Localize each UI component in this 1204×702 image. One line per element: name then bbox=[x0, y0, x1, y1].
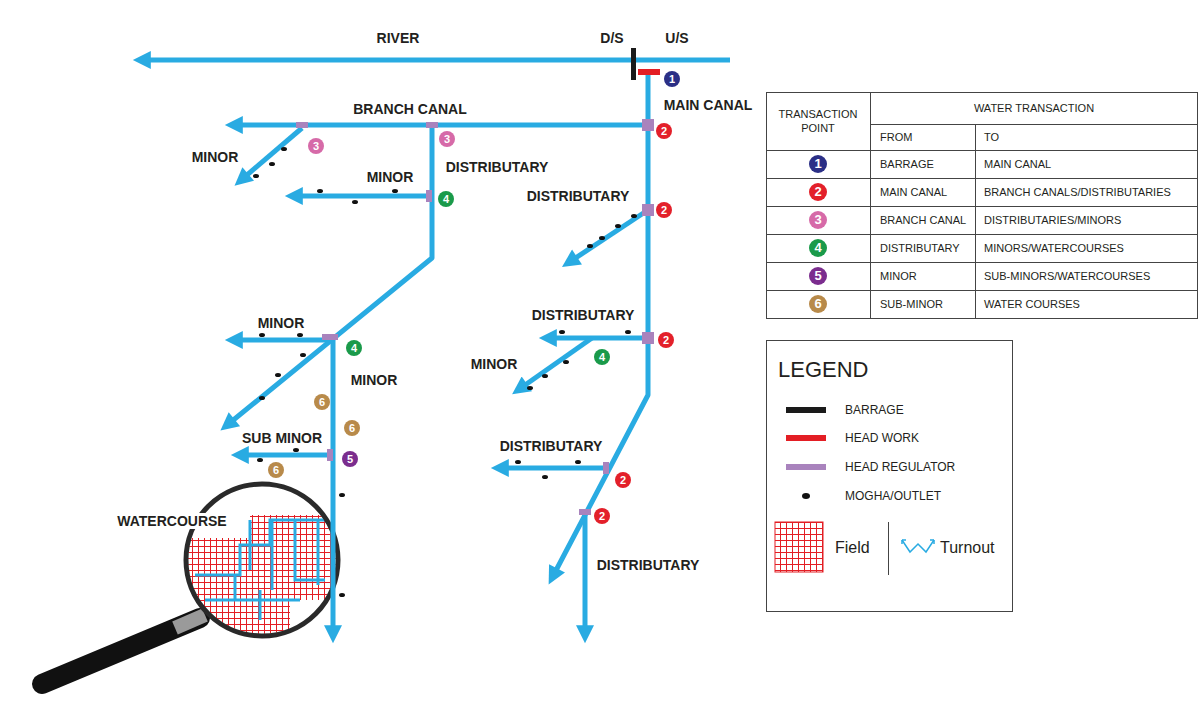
callout-number: 1 bbox=[664, 71, 680, 87]
table-cell: DISTRIBUTARY bbox=[880, 242, 960, 254]
canal-label: DISTRIBUTARY bbox=[527, 188, 630, 204]
table-cell: WATER COURSES bbox=[984, 298, 1080, 310]
callout-number: 6 bbox=[314, 394, 330, 410]
legend-mogha-sample bbox=[802, 493, 810, 499]
legend-divider bbox=[888, 522, 889, 575]
head-work-symbol bbox=[638, 69, 660, 75]
legend-field-sample bbox=[775, 522, 823, 572]
canal-label: MAIN CANAL bbox=[664, 97, 753, 113]
table-cell: TO bbox=[984, 131, 999, 143]
table-cell: MAIN CANAL bbox=[880, 186, 947, 198]
canal-label: DISTRIBUTARY bbox=[500, 438, 603, 454]
legend-text: HEAD REGULATOR bbox=[845, 460, 955, 474]
canal-label: MINOR bbox=[367, 169, 414, 185]
table-number: 1 bbox=[809, 155, 827, 173]
table-number: 6 bbox=[809, 295, 827, 313]
legend-turnout-sample bbox=[902, 540, 934, 552]
callout-number: 2 bbox=[656, 202, 672, 218]
table-cell: MAIN CANAL bbox=[984, 158, 1051, 170]
head-regulators bbox=[296, 119, 654, 515]
table-cell: SUB-MINORS/WATERCOURSES bbox=[984, 270, 1150, 282]
canal-label: MINOR bbox=[471, 356, 518, 372]
magnifier bbox=[42, 484, 340, 684]
callout-number: 2 bbox=[656, 123, 672, 139]
canal-label: DISTRIBUTARY bbox=[446, 159, 549, 175]
callout-number: 3 bbox=[308, 138, 324, 154]
table-cell: MINOR bbox=[880, 270, 917, 282]
table-cell: DISTRIBUTARIES/MINORS bbox=[984, 214, 1121, 226]
callout-number: 4 bbox=[346, 340, 362, 356]
table-number: 3 bbox=[809, 211, 827, 229]
canal-label: MINOR bbox=[192, 149, 239, 165]
table-cell: BRANCH CANALS/DISTRIBUTARIES bbox=[984, 186, 1171, 198]
canal-label: MINOR bbox=[351, 372, 398, 388]
table-header: WATER TRANSACTION bbox=[974, 102, 1094, 114]
canal-label: MINOR bbox=[258, 315, 305, 331]
canal-label: DISTRIBUTARY bbox=[532, 307, 635, 323]
canal-label: D/S bbox=[600, 30, 623, 46]
callout-number: 4 bbox=[594, 349, 610, 365]
legend-swatch bbox=[786, 435, 826, 441]
callout-number: 2 bbox=[594, 508, 610, 524]
table-cell: BARRAGE bbox=[880, 158, 934, 170]
callout-number: 3 bbox=[439, 131, 455, 147]
legend-text: BARRAGE bbox=[845, 403, 904, 417]
table-cell: FROM bbox=[880, 131, 912, 143]
table-number: 4 bbox=[809, 239, 827, 257]
callout-number: 4 bbox=[438, 191, 454, 207]
canal-label: DISTRIBUTARY bbox=[597, 557, 700, 573]
canal-label: WATERCOURSE bbox=[115, 513, 228, 529]
table-number: 2 bbox=[809, 183, 827, 201]
table-cell: SUB-MINOR bbox=[880, 298, 943, 310]
table-cell: BRANCH CANAL bbox=[880, 214, 966, 226]
callout-number: 6 bbox=[344, 420, 360, 436]
callout-number: 2 bbox=[658, 332, 674, 348]
legend-swatch bbox=[786, 464, 826, 470]
canal-label: RIVER bbox=[377, 30, 420, 46]
callout-number: 2 bbox=[615, 472, 631, 488]
legend-heading: LEGEND bbox=[778, 357, 868, 383]
barrage-symbol bbox=[631, 48, 636, 80]
callout-number: 5 bbox=[342, 451, 358, 467]
mogha-outlets bbox=[253, 147, 637, 597]
canal-label: SUB MINOR bbox=[242, 430, 322, 446]
table-cell: MINORS/WATERCOURSES bbox=[984, 242, 1124, 254]
canals bbox=[140, 60, 730, 636]
table-number: 5 bbox=[809, 267, 827, 285]
legend-text: MOGHA/OUTLET bbox=[845, 489, 941, 503]
canal-label: BRANCH CANAL bbox=[353, 101, 467, 117]
legend-text: Field bbox=[835, 539, 870, 557]
callout-number: 6 bbox=[268, 462, 284, 478]
legend-text: HEAD WORK bbox=[845, 431, 919, 445]
legend-text: Turnout bbox=[940, 539, 995, 557]
legend-swatch bbox=[786, 407, 826, 413]
table-header: TRANSACTION POINT bbox=[770, 107, 866, 135]
legend-box bbox=[767, 341, 1013, 612]
transaction-table bbox=[766, 92, 1198, 319]
canal-label: U/S bbox=[665, 30, 688, 46]
